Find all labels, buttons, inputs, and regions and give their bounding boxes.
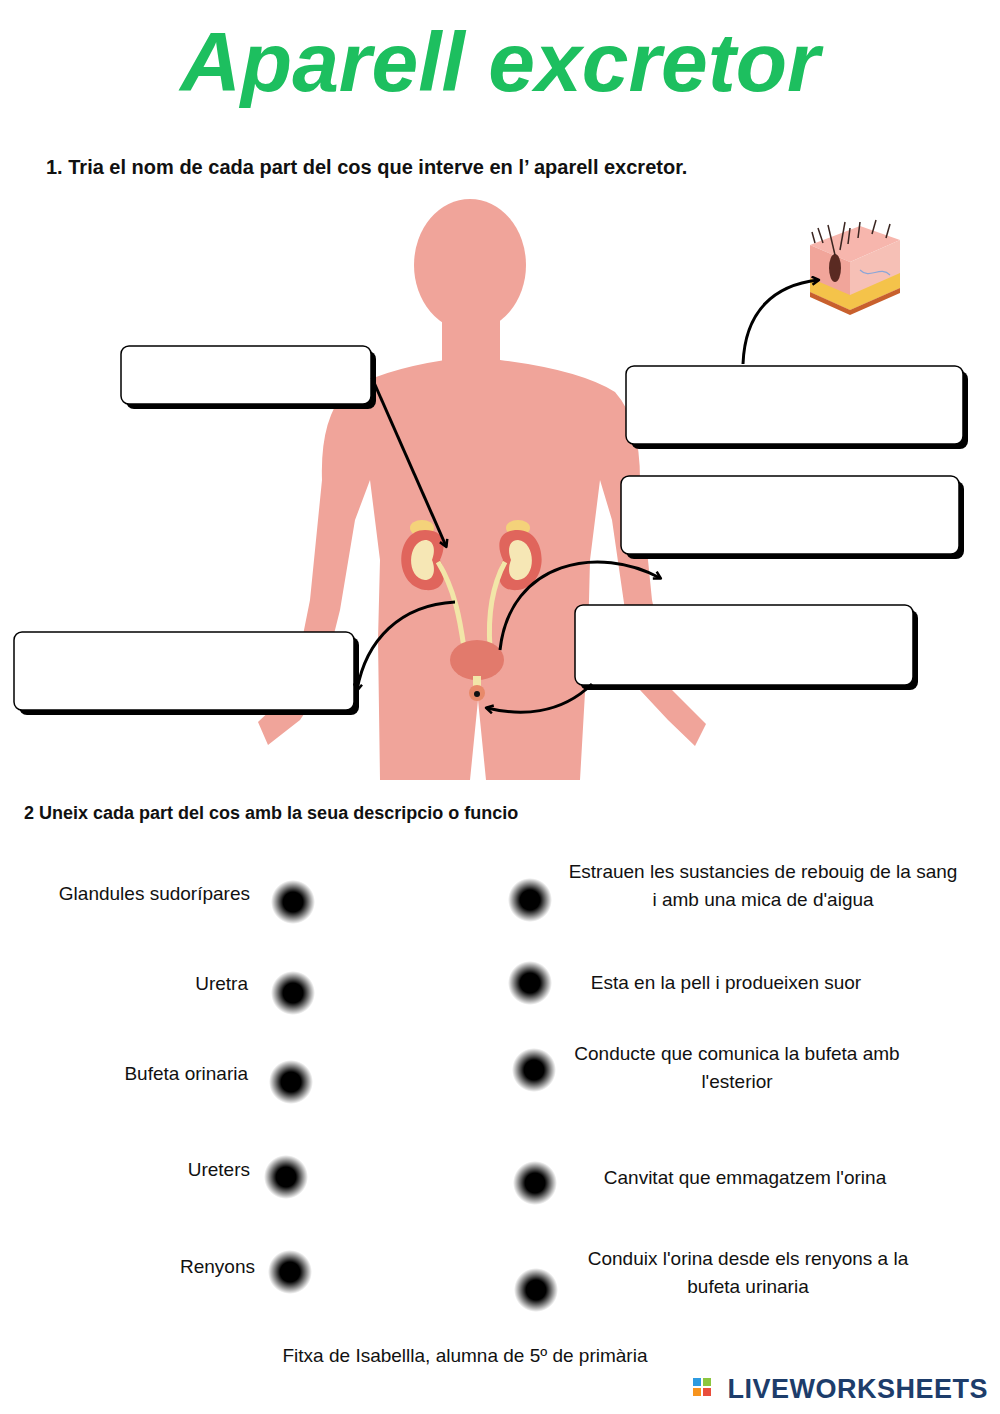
skin-icon <box>810 220 900 315</box>
term-label: Uretra <box>195 973 248 995</box>
instruction: 1. Tria el nom de cada part del cos que … <box>46 156 687 179</box>
instruction: 2 Uneix cada part del cos amb la seua de… <box>24 803 518 824</box>
term-label: Glandules sudorípares <box>59 883 250 905</box>
kidneys <box>401 520 541 701</box>
term-label: Renyons <box>180 1256 255 1278</box>
description: Estrauen les sustancies de rebouig de la… <box>568 858 958 914</box>
watermark-icon <box>693 1378 711 1396</box>
description: Conduix l'orina desde els renyons a la b… <box>578 1245 918 1301</box>
leader-arrows <box>357 280 818 712</box>
watermark: LIVEWORKSHEETS <box>727 1374 988 1405</box>
description: Canvitat que emmagatzem l'orina <box>580 1164 910 1192</box>
footer-note: Fitxa de Isabellla, alumna de 5º de prim… <box>283 1345 648 1367</box>
description: Esta en la pell i produeixen suor <box>561 969 891 997</box>
match-dots <box>264 878 558 1312</box>
page-title: Aparell excretor <box>180 16 820 108</box>
description: Conducte que comunica la bufeta amb l'es… <box>567 1040 907 1096</box>
term-label: Bufeta orinaria <box>124 1063 248 1085</box>
answer-boxes <box>14 346 968 715</box>
term-label: Ureters <box>188 1159 250 1181</box>
